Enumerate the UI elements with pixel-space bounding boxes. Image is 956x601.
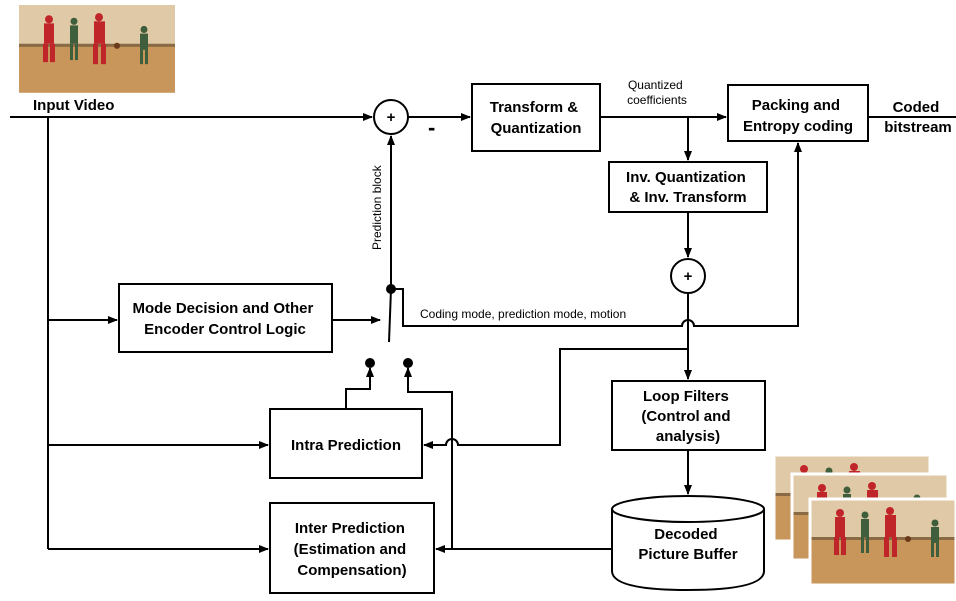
- minus-sign: -: [428, 115, 435, 140]
- quantized-coefficients-label: Quantized coefficients: [627, 78, 687, 107]
- switch-pivot-dot: [386, 284, 396, 294]
- reconstruct-plus-sign: +: [684, 268, 693, 285]
- coding-mode-label: Coding mode, prediction mode, motion: [420, 307, 626, 321]
- intra-contact-dot: [365, 358, 375, 368]
- entropy-block: [727, 84, 869, 142]
- mode-decision-block: [118, 283, 333, 353]
- recon-to-intra-arrow: [423, 348, 688, 449]
- transform-block: [471, 83, 601, 152]
- intra-to-switch-arrow: [345, 367, 374, 409]
- loop-filters-label: Loop Filters (Control and analysis): [641, 388, 734, 445]
- loop-filters-block: [611, 380, 766, 451]
- coded-bitstream-label: Coded bitstream: [884, 99, 952, 136]
- entropy-label: Packing and Entropy coding: [743, 97, 853, 135]
- inter-contact-dot: [403, 358, 413, 368]
- dpb-cylinder: [611, 495, 765, 592]
- subtract-plus-sign: +: [387, 109, 396, 126]
- decoded-frames-stack: [772, 453, 956, 587]
- intra-block: [269, 408, 423, 479]
- switch-blade: [388, 288, 392, 343]
- intra-label: Intra Prediction: [291, 437, 401, 454]
- inv-quant-label: Inv. Quantization & Inv. Transform: [626, 169, 750, 206]
- inter-block: [269, 502, 435, 594]
- inv-quant-block: [608, 161, 768, 213]
- dpb-label: Decoded Picture Buffer: [638, 526, 737, 563]
- transform-label: Transform & Quantization: [490, 99, 583, 137]
- prediction-block-label: Prediction block: [370, 164, 384, 250]
- input-video-label: Input Video: [33, 97, 114, 114]
- input-video-thumbnail: [19, 5, 175, 93]
- inter-label: Inter Prediction (Estimation and Compens…: [294, 520, 411, 579]
- mode-decision-label: Mode Decision and Other Encoder Control …: [132, 300, 317, 338]
